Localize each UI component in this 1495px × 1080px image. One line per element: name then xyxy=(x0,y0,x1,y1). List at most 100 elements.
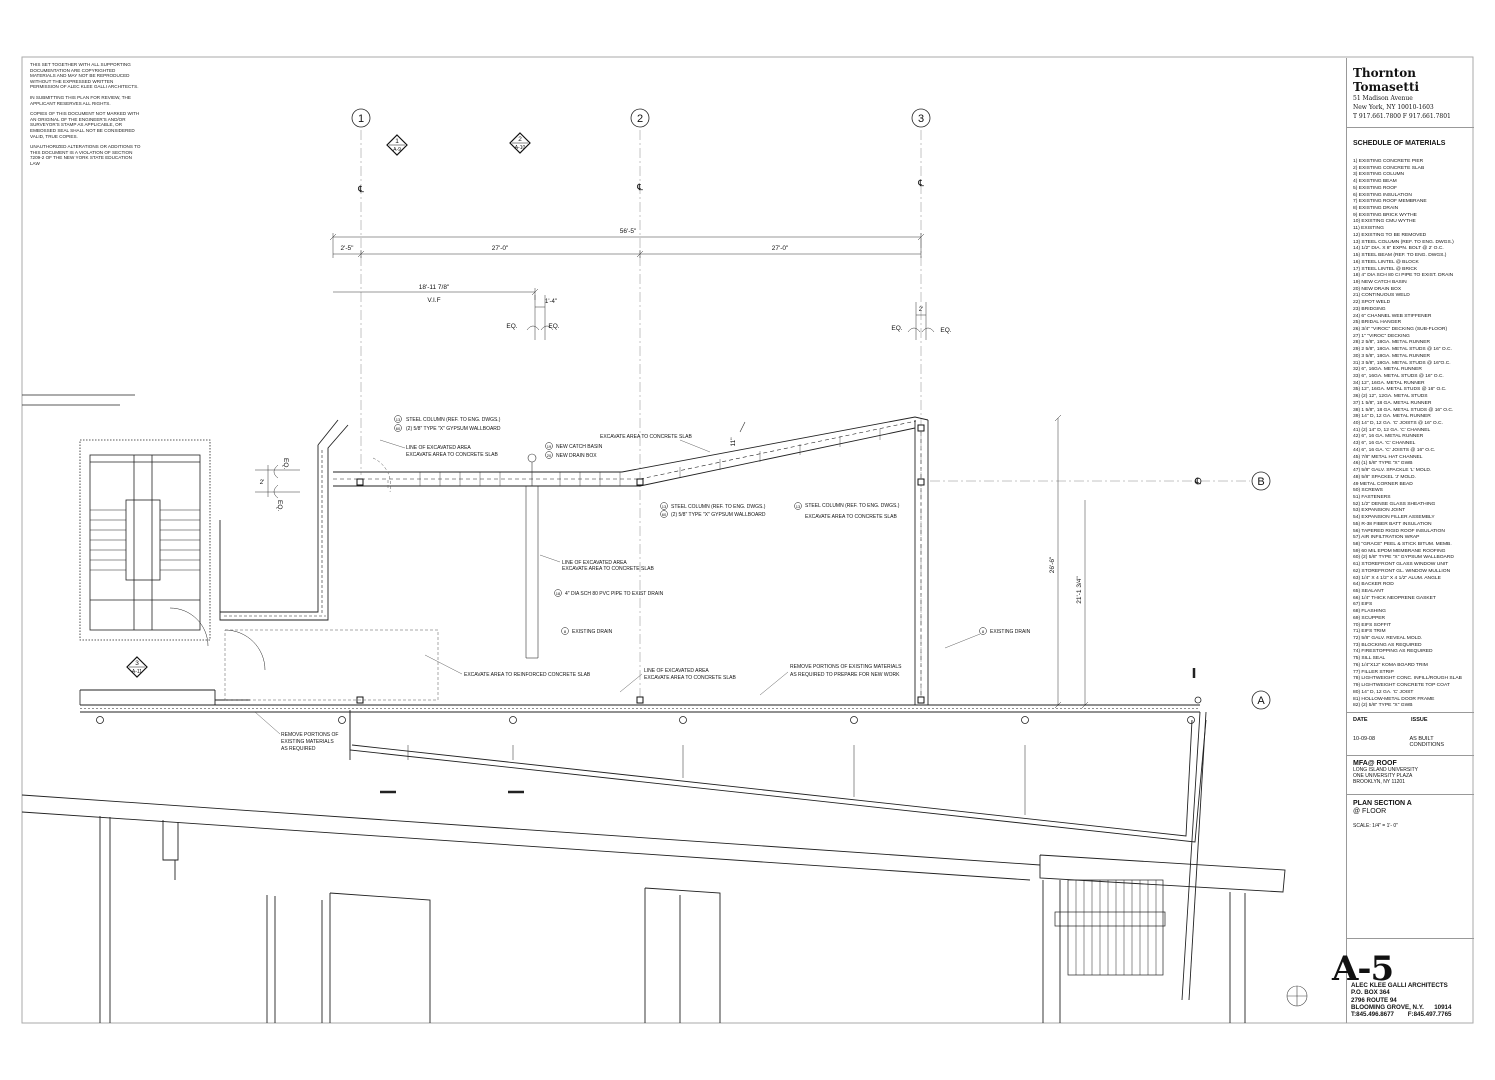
centerline-mark-1: ℄ xyxy=(357,184,364,194)
schedule-item: 62) STOREFRONT GL. WINDOW MULLION xyxy=(1353,568,1451,574)
schedule-item: 3) EXISTING COLUMN xyxy=(1353,172,1405,178)
svg-text:1: 1 xyxy=(395,138,399,145)
svg-text:13: 13 xyxy=(396,417,401,422)
schedule-item: 20) NEW DRAIN BOX xyxy=(1353,286,1402,292)
schedule-item: 68) FLASHING xyxy=(1353,609,1386,615)
issue-header: ISSUE xyxy=(1411,717,1428,723)
schedule-item: 26) 3/4" "VIROC" DECKING (SUB-FLOOR) xyxy=(1353,326,1448,332)
project-line-2: ONE UNIVERSITY PLAZA xyxy=(1353,773,1413,779)
schedule-item: 78) LIGHTWEIGHT CONC. INFILL/ROUGH SLAB xyxy=(1353,676,1462,682)
schedule-item: 55) R-38 FIBER BATT INSULATION xyxy=(1353,521,1432,527)
schedule-item: 31) 3 5/8", 18GA. METAL STUDS @ 16"O.C. xyxy=(1353,360,1451,366)
engineer-name: Thornton Tomasetti xyxy=(1353,66,1420,94)
note-excav-line-b: EXCAVATE AREA TO CONCRETE SLAB xyxy=(406,452,498,458)
centerline-mark-2: ℄ xyxy=(636,182,643,192)
svg-text:A: A xyxy=(1257,695,1265,707)
schedule-item: 66) 1/4" THICK NEOPRENE GASKET xyxy=(1353,595,1436,601)
schedule-item: 51) FASTENERS xyxy=(1353,494,1391,500)
stair-left xyxy=(22,394,266,705)
schedule-item: 4) EXISTING BEAM xyxy=(1353,179,1397,185)
schedule-item: 30) 3 5/8", 18GA. METAL RUNNER xyxy=(1353,353,1431,359)
dim-bay1-label: 27'-0" xyxy=(492,245,509,252)
dim-eq-right-1: EQ. xyxy=(548,323,559,330)
note-col3-b: EXCAVATE AREA TO CONCRETE SLAB xyxy=(805,514,897,520)
note-remove-left-a: REMOVE PORTIONS OF xyxy=(281,732,338,738)
architect-line: P.O. BOX 364 xyxy=(1351,989,1390,997)
dim-overall-label: 56'-5" xyxy=(620,228,637,235)
issue-date-header: DATE xyxy=(1353,717,1368,723)
schedule-item: 53) EXPANSION JOINT xyxy=(1353,508,1406,514)
svg-text:A-9: A-9 xyxy=(393,147,401,153)
schedule-item: 44) 6", 16 GA. 'C' JOISTS @ 16" O.C. xyxy=(1353,447,1436,453)
schedule-item: 79) LIGHTWEIGHT CONCRETE TOP COAT xyxy=(1353,683,1450,689)
schedule-item: 11) EXISTING xyxy=(1353,226,1384,232)
dim-eq-vert-1: EQ. xyxy=(282,458,289,469)
dim-bay2-label: 27'-0" xyxy=(772,245,789,252)
note-exist-drain: EXISTING DRAIN xyxy=(572,629,613,635)
schedule-item: 33) 6", 16GA. METAL STUDS @ 16" O.C. xyxy=(1353,374,1444,379)
schedule-item: 23) BRIDGING xyxy=(1353,306,1386,312)
schedule-item: 19) NEW CATCH BASIN xyxy=(1353,279,1407,285)
dimension-small-3 xyxy=(907,302,935,340)
sheet-scale: SCALE: 1/4" = 1'- 0" xyxy=(1353,823,1398,829)
section-marker-2[interactable]: 2 A-10 xyxy=(509,132,531,154)
project-title: MFA@ ROOF xyxy=(1353,760,1397,767)
schedule-item: 10) EXISTING CMU WYTHE xyxy=(1353,219,1416,225)
svg-text:1: 1 xyxy=(358,113,364,125)
note-paragraph: THIS SET TOGETHER WITH ALL SUPPORTING DO… xyxy=(30,62,139,90)
dim-vertical-total: 26'-6" xyxy=(1049,556,1056,573)
schedule-item: 28) 2 5/8", 18GA. METAL RUNNER xyxy=(1353,340,1431,346)
schedule-item: 75) SILL SEAL xyxy=(1353,656,1386,662)
schedule-item: 12) EXISTING TO BE REMOVED xyxy=(1353,232,1427,238)
note-col1-b: (2) 5/8" TYPE "X" GYPSUM WALLBOARD xyxy=(406,426,501,432)
schedule-item: 27) 1" "VIROC" DECKING xyxy=(1353,333,1410,339)
project-block: MFA@ ROOF LONG ISLAND UNIVERSITY ONE UNI… xyxy=(1347,755,1474,789)
schedule-item: 1) EXISTING CONCRETE PIER xyxy=(1353,159,1424,164)
issue-description: AS BUILT CONDITIONS xyxy=(1409,736,1445,748)
note-pipe: 4" DIA SCH 80 PVC PIPE TO EXIST DRAIN xyxy=(565,591,664,597)
note-remove-left-c: AS REQUIRED xyxy=(281,746,316,752)
lower-structure xyxy=(349,668,1207,1001)
svg-text:3: 3 xyxy=(135,660,139,667)
grid-line-1: 1 xyxy=(351,108,371,475)
architect-line: BLOOMING GROVE, N.Y. 10914 xyxy=(1351,1003,1452,1011)
section-marker-1[interactable]: 1 A-9 xyxy=(386,134,408,156)
sheet-subtitle: @ FLOOR xyxy=(1353,808,1387,815)
schedule-item: 60) (2) 5/8" TYPE "X" GYPSUM WALLBOARD xyxy=(1353,555,1454,561)
dim-two-left: 2' xyxy=(260,479,265,486)
annotations: 13 60 STEEL COLUMN (REF. TO ENG. DWGS.) … xyxy=(254,415,1031,752)
dim-eq-left-1: EQ. xyxy=(506,323,517,330)
engineer-address-2: New York, NY 10010-1603 xyxy=(1353,104,1434,111)
excavated-area xyxy=(224,457,439,701)
dim-eq-right-2: EQ. xyxy=(940,327,951,334)
centerline-mark-3: ℄ xyxy=(917,178,924,188)
svg-text:3: 3 xyxy=(918,113,924,125)
schedule-item: 57) AIR INFILTRATION WRAP xyxy=(1353,535,1420,541)
dim-eq-vert-2: EQ. xyxy=(276,500,283,511)
issue-row: 10-09-08 AS BUILT CONDITIONS xyxy=(1347,723,1474,754)
schedule-item: 5) EXISTING ROOF xyxy=(1353,185,1398,191)
wall-left-l xyxy=(219,419,349,621)
title-block: Thornton Tomasetti 51 Madison Avenue New… xyxy=(1332,58,1474,1023)
note-excav-line-a: LINE OF EXCAVATED AREA xyxy=(406,445,471,451)
note-paragraph: UNAUTHORIZED ALTERATIONS OR ADDITIONS TO… xyxy=(30,144,141,166)
note-remove-a: REMOVE PORTIONS OF EXISTING MATERIALS xyxy=(790,664,902,670)
dim-small2-label: 2' xyxy=(919,307,923,313)
schedule-item: 37) 1 5/8", 18 GA. METAL RUNNER xyxy=(1353,400,1432,406)
engineer-phone: T 917.661.7800 F 917.661.7801 xyxy=(1353,113,1451,120)
note-col3-a: STEEL COLUMN (REF. TO ENG. DWGS.) xyxy=(805,503,900,509)
note-remove-left-b: EXISTING MATERIALS xyxy=(281,739,334,745)
wall-bottom xyxy=(80,689,1200,713)
copyright-notes: THIS SET TOGETHER WITH ALL SUPPORTING DO… xyxy=(30,62,142,172)
schedule-item: 82) (2) 5/8" TYPE "X" GWB xyxy=(1353,703,1413,709)
schedule-item: 59) 60 MIL EPDM MEMBRANE ROOFING xyxy=(1353,548,1446,554)
note-remove-b: AS REQUIRED TO PREPARE FOR NEW WORK xyxy=(790,672,900,678)
svg-text:A-10: A-10 xyxy=(515,145,526,151)
sheet-number: A-5 xyxy=(1332,949,1394,989)
slope-tick xyxy=(739,421,746,433)
section-marker-3[interactable]: 3 A-11 xyxy=(126,656,148,678)
note-col2-a: STEEL COLUMN (REF. TO ENG. DWGS.) xyxy=(671,504,766,510)
wall-top xyxy=(333,416,929,487)
